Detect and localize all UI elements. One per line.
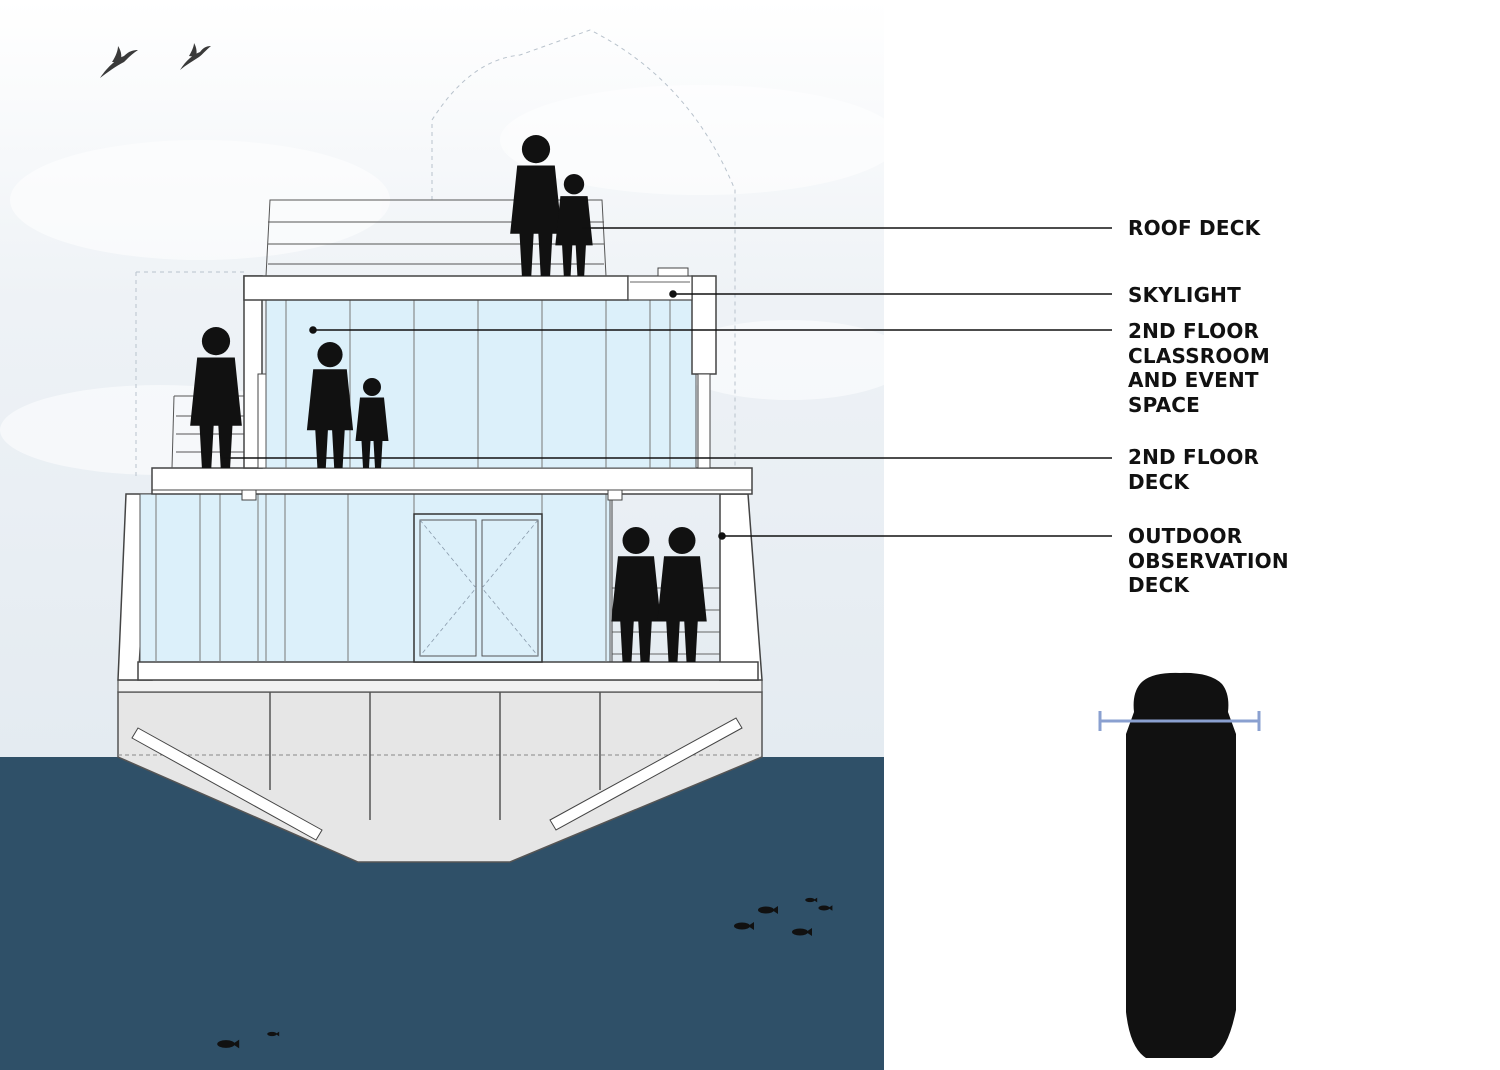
label-roof-deck: ROOF DECK	[1128, 216, 1261, 240]
skylight	[627, 275, 693, 301]
sky-clouds	[0, 85, 910, 475]
label-second-floor-deck: 2ND FLOOR DECK	[1128, 445, 1260, 494]
hull	[117, 679, 763, 863]
ghost-outline	[135, 29, 736, 490]
leader-lines	[222, 227, 1112, 540]
boat-plan-icon	[1098, 672, 1261, 1058]
bird-icon	[180, 43, 211, 70]
label-observation-deck: OUTDOOR OBSERVATION DECK	[1128, 524, 1289, 597]
bird-icon	[100, 46, 138, 78]
second-floor	[243, 267, 717, 469]
first-floor	[117, 493, 763, 681]
second-floor-slab	[151, 467, 753, 501]
label-classroom: 2ND FLOOR CLASSROOM AND EVENT SPACE	[1128, 319, 1270, 417]
label-skylight: SKYLIGHT	[1128, 283, 1241, 307]
